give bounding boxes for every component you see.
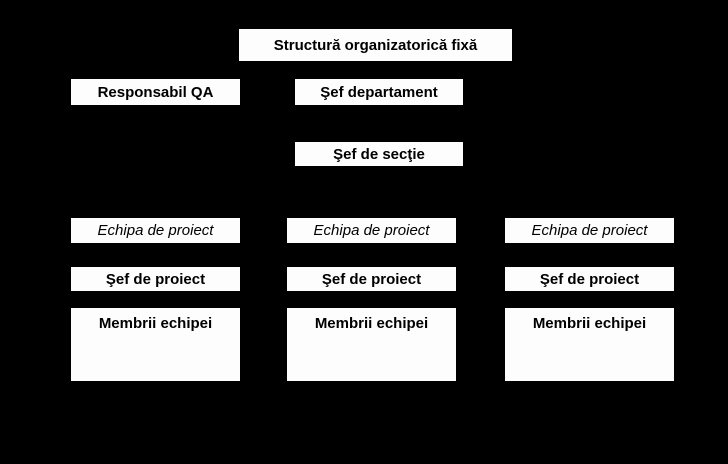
chart-title-box: Structură organizatorică fixă	[239, 29, 512, 61]
node-echipa-de-proiect: Echipa de proiect	[505, 218, 674, 243]
node-echipa-de-proiect: Echipa de proiect	[71, 218, 240, 243]
node-membrii-echipei: Membrii echipei	[287, 308, 456, 381]
node-sef-de-proiect: Şef de proiect	[287, 267, 456, 291]
node-membrii-echipei: Membrii echipei	[505, 308, 674, 381]
node-sef-de-proiect: Şef de proiect	[71, 267, 240, 291]
node-membrii-echipei: Membrii echipei	[71, 308, 240, 381]
node-echipa-de-proiect: Echipa de proiect	[287, 218, 456, 243]
node-sef-de-sectie: Şef de secţie	[295, 142, 463, 166]
node-responsabil-qa: Responsabil QA	[71, 79, 240, 105]
node-sef-departament: Şef departament	[295, 79, 463, 105]
node-sef-de-proiect: Şef de proiect	[505, 267, 674, 291]
